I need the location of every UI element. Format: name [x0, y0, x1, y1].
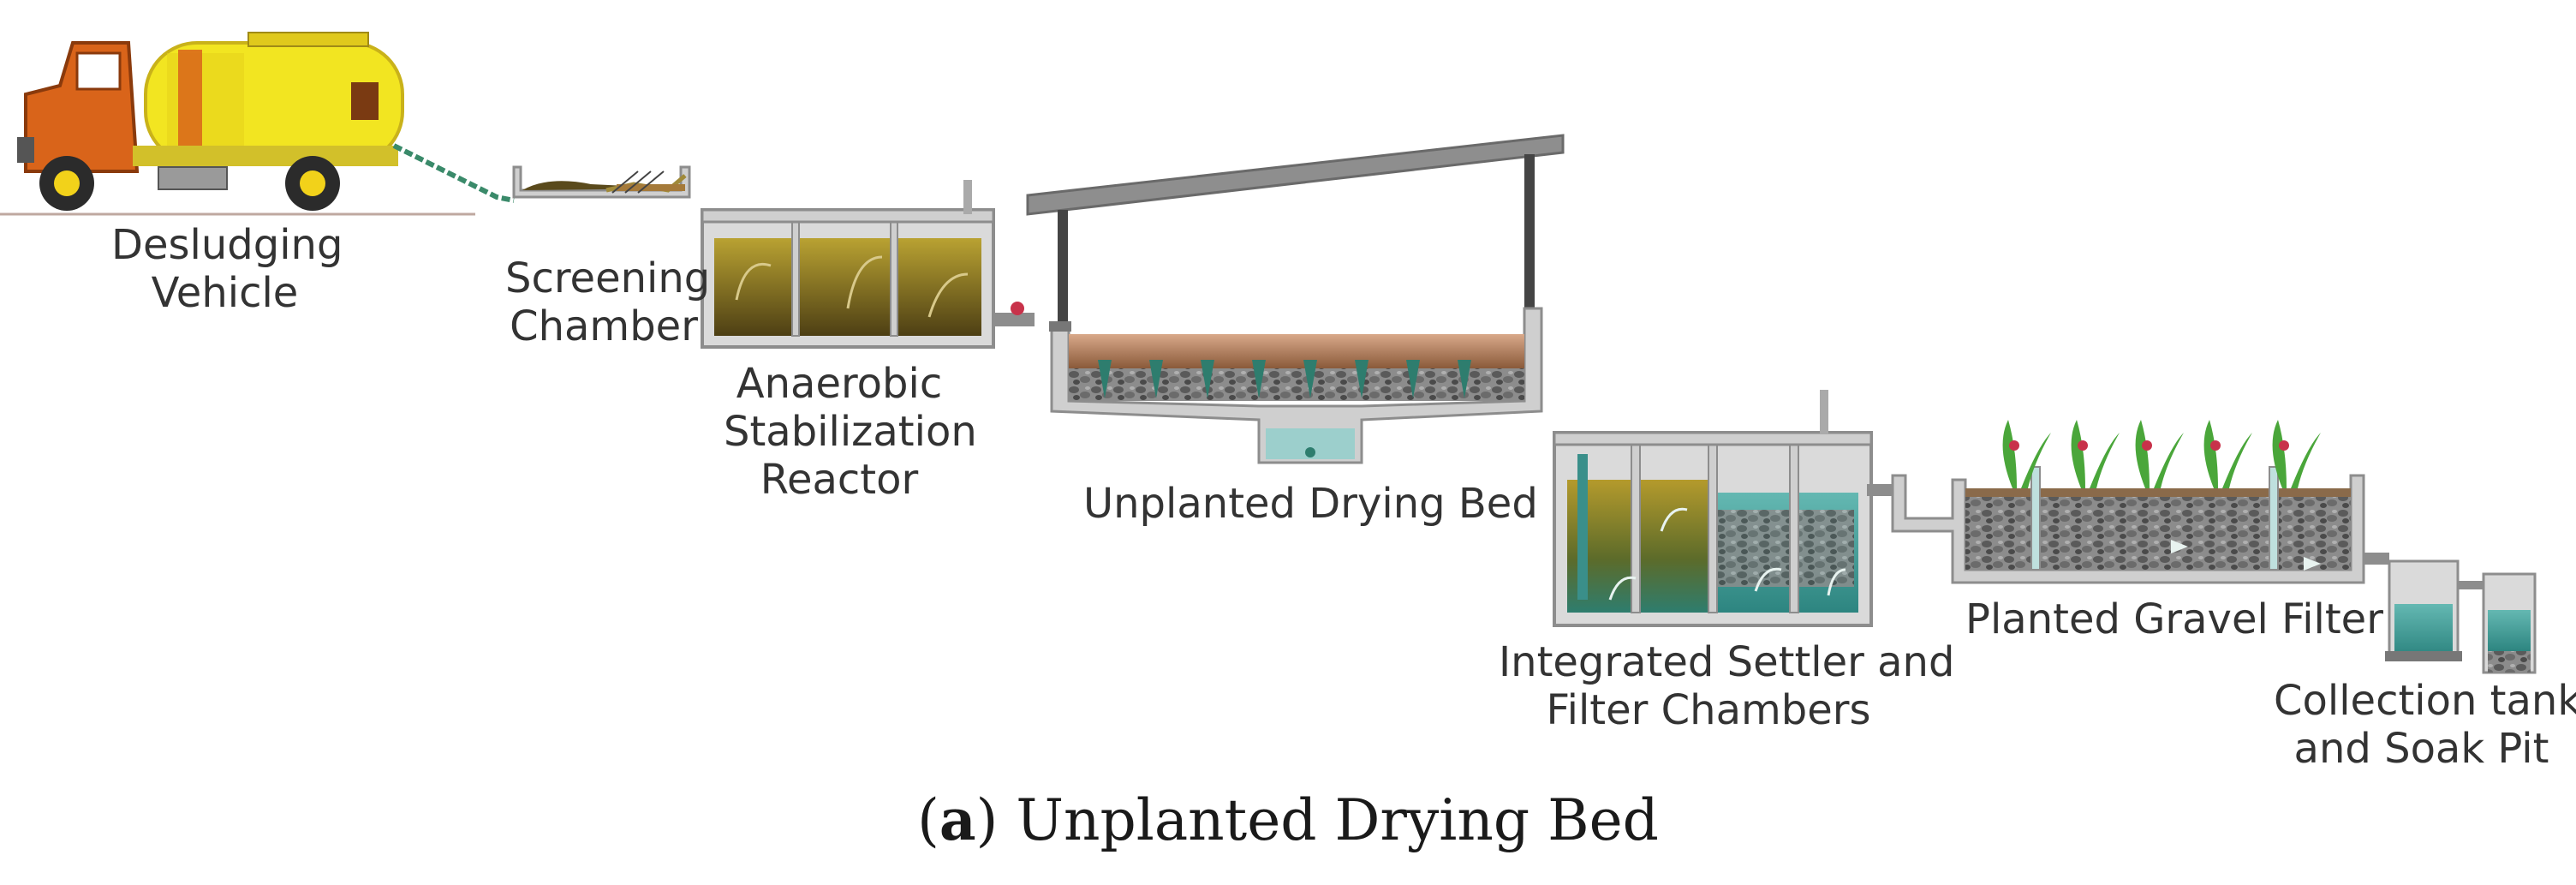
caption-open-paren: ( — [917, 787, 939, 853]
planted-gravel-filter-illustration — [1891, 420, 2389, 584]
label-line: Anaerobic — [736, 360, 943, 408]
label-line: Unplanted Drying Bed — [1083, 480, 1538, 528]
label-line: Vehicle — [151, 269, 299, 317]
process-illustration — [0, 32, 2537, 674]
collection-tank-illustration — [2385, 559, 2537, 674]
label-line: Screening — [505, 254, 711, 302]
label-line: Planted Gravel Filter — [1965, 595, 2383, 643]
unplanted-drying-bed-illustration — [1026, 134, 1565, 464]
caption-close-paren: ) — [975, 787, 999, 853]
figure-caption: (a) Unplanted Drying Bed — [0, 786, 2576, 853]
label-line: Filter Chambers — [1546, 686, 1871, 734]
label-line: Chamber — [510, 302, 698, 350]
desludging-vehicle-illustration — [0, 32, 515, 216]
label-settler-filter: Integrated Settler and Filter Chambers — [1499, 638, 1955, 734]
screening-chamber-illustration — [512, 165, 691, 199]
treatment-process-diagram: Desludging Vehicle Screening Chamber Ana… — [0, 32, 2576, 773]
label-desludging-vehicle: Desludging Vehicle — [111, 221, 343, 317]
caption-title: Unplanted Drying Bed — [998, 787, 1659, 853]
label-anaerobic-reactor: Anaerobic Stabilization Reactor — [724, 360, 977, 504]
caption-letter: a — [939, 786, 976, 853]
label-collection-tank: Collection tank and Soak Pit — [2274, 677, 2576, 773]
label-line: Stabilization — [724, 408, 977, 456]
label-line: Integrated Settler and — [1499, 638, 1955, 686]
anaerobic-reactor-illustration — [701, 180, 1035, 349]
label-line: Reactor — [760, 456, 919, 504]
label-line: and Soak Pit — [2293, 725, 2549, 773]
label-line: Desludging — [111, 221, 343, 269]
label-line: Collection tank — [2274, 677, 2576, 725]
label-screening-chamber: Screening Chamber — [505, 254, 711, 350]
label-gravel-filter: Planted Gravel Filter — [1965, 595, 2383, 643]
label-drying-bed: Unplanted Drying Bed — [1083, 480, 1538, 528]
settler-filter-chambers-illustration — [1553, 390, 1901, 627]
